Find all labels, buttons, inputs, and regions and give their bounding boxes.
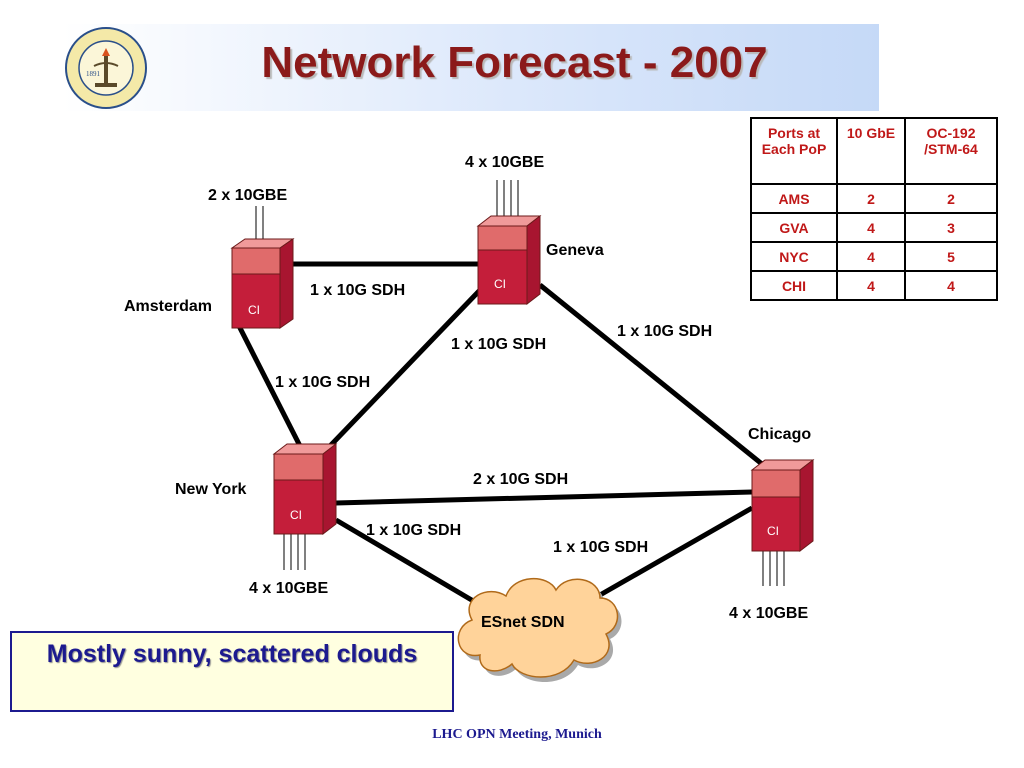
link-gva-nyc: [328, 288, 482, 448]
logo-year: 1891: [86, 70, 101, 78]
ports-table: Ports at Each PoP 10 GbE OC-192 /STM-64 …: [750, 117, 998, 301]
link-label-gva-nyc: 1 x 10G SDH: [451, 336, 546, 353]
router-chicago-label: CI: [767, 524, 779, 538]
page-title: Network Forecast - 2007: [261, 38, 768, 87]
router-chicago: CI: [750, 458, 815, 553]
table-cell: 4: [836, 241, 906, 272]
city-geneva: Geneva: [546, 242, 604, 259]
table-cell: CHI: [750, 270, 838, 301]
table-cell: NYC: [750, 241, 838, 272]
router-geneva: CI: [476, 214, 542, 306]
router-amsterdam-label: CI: [248, 303, 260, 317]
table-cell: 2: [836, 183, 906, 214]
table-row: NYC 4 5: [750, 241, 998, 272]
router-geneva-label: CI: [494, 277, 506, 291]
ports-geneva: 4 x 10GBE: [465, 154, 544, 171]
table-cell: 4: [904, 270, 998, 301]
esnet-cloud: ESnet SDN: [457, 577, 622, 682]
link-label-ams-gva: 1 x 10G SDH: [310, 282, 405, 299]
link-gva-chi: [538, 283, 764, 466]
table-cell: 5: [904, 241, 998, 272]
ports-newyork: 4 x 10GBE: [249, 580, 328, 597]
table-cell: 4: [836, 270, 906, 301]
table-cell: GVA: [750, 212, 838, 243]
link-nyc-chi: [335, 489, 753, 506]
city-amsterdam: Amsterdam: [124, 298, 212, 315]
forecast-callout: Mostly sunny, scattered clouds: [10, 631, 454, 712]
router-newyork: CI: [272, 442, 338, 536]
ports-chicago: 4 x 10GBE: [729, 605, 808, 622]
network-links: [235, 261, 764, 605]
table-row: AMS 2 2: [750, 183, 998, 214]
ports-amsterdam: 2 x 10GBE: [208, 187, 287, 204]
link-label-gva-chi: 1 x 10G SDH: [617, 323, 712, 340]
callout-text: Mostly sunny, scattered clouds: [46, 640, 418, 668]
header-ports: Ports at Each PoP: [750, 117, 838, 185]
link-label-chi-esnet: 1 x 10G SDH: [553, 539, 648, 556]
table-row: CHI 4 4: [750, 270, 998, 301]
link-label-ams-nyc: 1 x 10G SDH: [275, 374, 370, 391]
router-amsterdam: CI: [230, 238, 295, 329]
footer-text: LHC OPN Meeting, Munich: [432, 727, 602, 742]
ports-table-header: Ports at Each PoP 10 GbE OC-192 /STM-64: [750, 117, 998, 185]
port-lines: [255, 180, 785, 586]
table-cell: 3: [904, 212, 998, 243]
table-cell: 4: [836, 212, 906, 243]
table-row: GVA 4 3: [750, 212, 998, 243]
esnet-label: ESnet SDN: [481, 614, 565, 631]
router-newyork-label: CI: [290, 508, 302, 522]
city-newyork: New York: [175, 481, 247, 498]
link-ams-nyc: [235, 322, 303, 448]
link-chi-esnet: [598, 505, 754, 598]
table-cell: 2: [904, 183, 998, 214]
link-label-nyc-chi: 2 x 10G SDH: [473, 471, 568, 488]
header-10gbe: 10 GbE: [836, 117, 906, 185]
header-oc192: OC-192 /STM-64: [904, 117, 998, 185]
table-cell: AMS: [750, 183, 838, 214]
title-banner: [62, 24, 879, 111]
link-nyc-esnet: [334, 517, 477, 605]
caltech-seal-icon: 1891: [65, 27, 147, 109]
link-label-nyc-esnet: 1 x 10G SDH: [366, 522, 461, 539]
city-chicago: Chicago: [748, 426, 811, 443]
